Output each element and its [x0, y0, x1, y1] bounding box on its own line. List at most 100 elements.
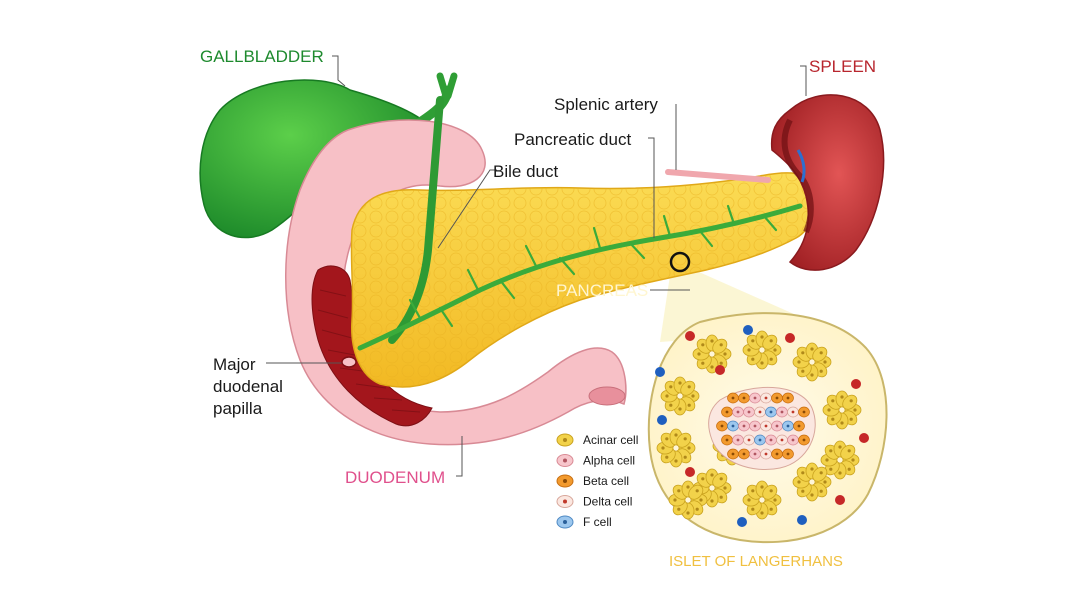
legend-item: Acinar cell [556, 433, 638, 447]
legend-cell-nucleus [563, 458, 567, 463]
legend-label: Alpha cell [583, 454, 635, 468]
islet-cell-nucleus [758, 410, 762, 414]
duodenum-folds [317, 289, 421, 413]
bile-duct [388, 96, 444, 344]
papilla-label-2: duodenal [213, 377, 283, 396]
capillary [835, 495, 845, 505]
legend-item: Delta cell [556, 495, 632, 509]
islet-cell-nucleus [736, 410, 740, 414]
pancreatic-duct [357, 203, 803, 351]
islet-cell-nucleus [758, 438, 762, 442]
acinus [822, 390, 862, 430]
islet-marker[interactable] [669, 251, 691, 273]
acinus [660, 376, 700, 416]
legend-label: F cell [583, 515, 612, 529]
islet-cell-nucleus [742, 452, 746, 456]
spleen-hilum [781, 118, 814, 234]
capillary [743, 325, 753, 335]
islet-cell-nucleus [725, 410, 729, 414]
spleen-label: SPLEEN [809, 57, 876, 76]
islet-cell-nucleus [725, 438, 729, 442]
capillary [737, 517, 747, 527]
acinus [656, 428, 696, 468]
islet-cell-nucleus [775, 396, 779, 400]
pancreas-texture [351, 172, 815, 387]
islet-cell-nucleus [786, 452, 790, 456]
islet-cell-nucleus [791, 438, 795, 442]
islet-cell-nucleus [731, 452, 735, 456]
spleen [770, 94, 885, 271]
islet-cell-nucleus [753, 424, 757, 428]
islet-cell-nucleus [791, 410, 795, 414]
islet-cell-nucleus [731, 396, 735, 400]
islet-cell-nucleus [742, 424, 746, 428]
islet-cell-nucleus [720, 424, 724, 428]
leader-lines [266, 55, 807, 477]
islet-cell-nucleus [753, 452, 757, 456]
papilla-label-1: Major [213, 355, 256, 374]
capillary [715, 365, 725, 375]
islet-cell-nucleus [764, 424, 768, 428]
islet-cell-nucleus [769, 410, 773, 414]
acinus [792, 342, 832, 382]
islet-cell-nucleus [775, 424, 779, 428]
legend-label: Acinar cell [583, 433, 638, 447]
islet-cell-nucleus [742, 396, 746, 400]
islet-cell-nucleus [780, 410, 784, 414]
acinus [742, 480, 782, 520]
islet-cell-nucleus [802, 410, 806, 414]
pancreatic-duct-branches [408, 204, 778, 328]
duodenum-opening [588, 386, 626, 406]
legend-item: Alpha cell [556, 454, 635, 468]
papilla-label-3: papilla [213, 399, 263, 418]
legend-cell-nucleus [563, 520, 567, 524]
islet-cell-nucleus [764, 396, 768, 400]
legend-item: Beta cell [556, 474, 629, 488]
acinus [820, 440, 860, 480]
gallbladder-label: GALLBLADDER [200, 47, 324, 66]
legend-cell-nucleus [563, 438, 567, 442]
duodenum-lumen [311, 265, 433, 427]
islet-cell-nucleus [747, 438, 751, 442]
papilla [341, 356, 357, 368]
splenic-artery [665, 169, 771, 183]
pancreatic-duct-label: Pancreatic duct [514, 130, 631, 149]
splenic-artery-label: Splenic artery [554, 95, 658, 114]
hepatic-duct-left [436, 72, 450, 100]
acinus [792, 462, 832, 502]
islet-cell-nucleus [747, 410, 751, 414]
legend-item: F cell [556, 515, 612, 529]
pancreas-label: PANCREAS [556, 281, 648, 300]
spleen-vessel-blue [796, 149, 806, 183]
islet-cell-nucleus [797, 424, 801, 428]
capillary [851, 379, 861, 389]
hepatic-duct-right [444, 72, 458, 100]
islet-zoom [647, 312, 888, 544]
islet-cell-nucleus [753, 396, 757, 400]
legend-label: Beta cell [583, 474, 629, 488]
capillary [685, 331, 695, 341]
islet-cell-nucleus [786, 396, 790, 400]
islet-cell-nucleus [780, 438, 784, 442]
legend-cell-nucleus [563, 479, 567, 483]
capillary [859, 433, 869, 443]
legend-cell-nucleus [563, 499, 567, 504]
islet-cell-nucleus [786, 424, 790, 428]
capillary [655, 367, 665, 377]
islet-cell-nucleus [769, 438, 773, 442]
capillary [657, 415, 667, 425]
islet-cell-nucleus [802, 438, 806, 442]
duodenum-label: DUODENUM [345, 468, 445, 487]
legend-label: Delta cell [583, 495, 632, 509]
capillary [797, 515, 807, 525]
islet-cell-nucleus [731, 424, 735, 428]
capillary [685, 467, 695, 477]
acinus [692, 334, 732, 374]
islet-cell-nucleus [775, 452, 779, 456]
islet-label: ISLET OF LANGERHANS [669, 553, 843, 570]
bile-duct-label: Bile duct [493, 162, 558, 181]
capillary [785, 333, 795, 343]
acinus [668, 480, 708, 520]
